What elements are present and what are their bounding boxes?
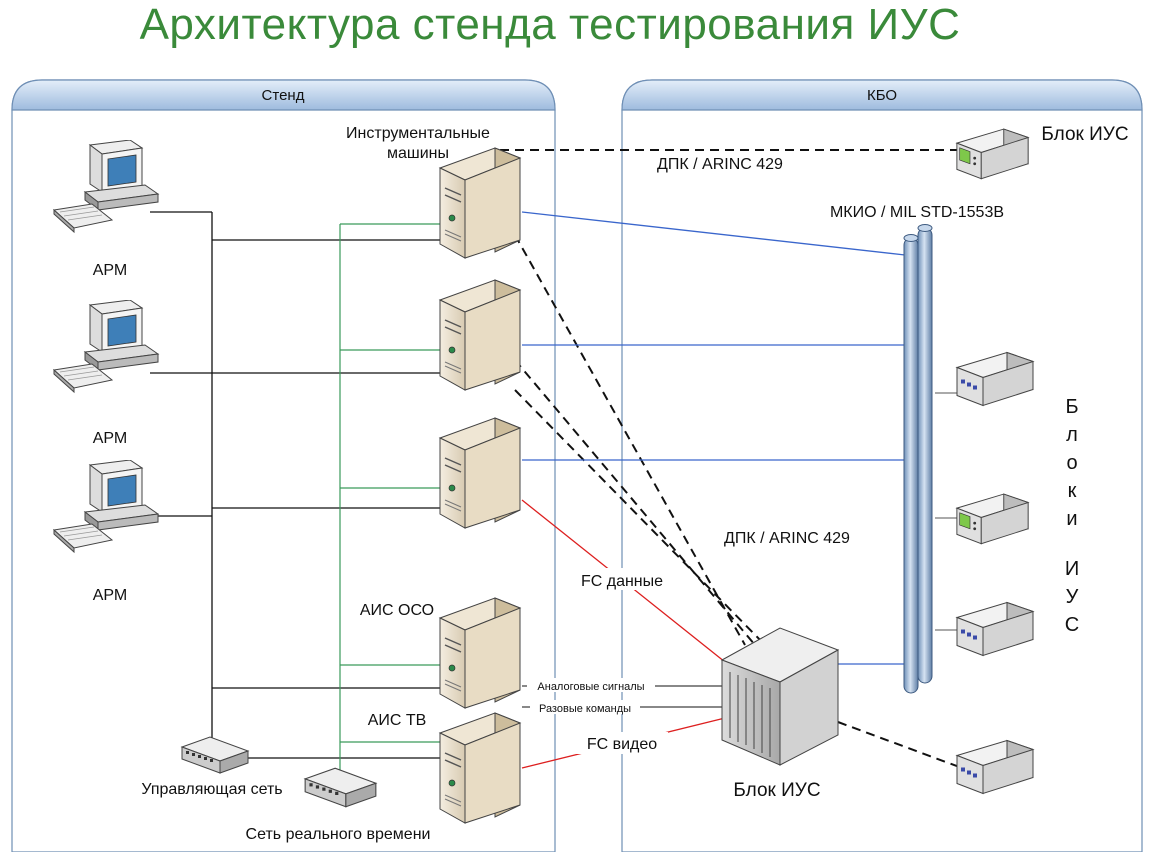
- kbo-panel-header: КБО: [867, 87, 897, 104]
- server-icon: [439, 712, 521, 824]
- bus-pipe-icon: [903, 224, 933, 694]
- vertical-letter: И: [1065, 558, 1079, 580]
- stand-panel: [11, 79, 556, 852]
- vertical-letter: л: [1066, 424, 1078, 446]
- fc-data-label: FC данные: [581, 573, 663, 590]
- bus-stubs: [935, 392, 960, 631]
- vertical-letter: и: [1066, 508, 1077, 530]
- kbo-panel: [621, 79, 1143, 852]
- ais-oso-label: АИС ОСО: [360, 602, 434, 619]
- mkio-lines: [521, 211, 906, 665]
- rt-network-lines: [339, 223, 440, 775]
- vertical-letter: о: [1066, 452, 1077, 474]
- server-icon: [439, 417, 521, 529]
- ais-tv-label: АИС ТВ: [368, 712, 427, 729]
- arinc-lines: [500, 149, 963, 769]
- vertical-letter: Б: [1065, 396, 1078, 418]
- server-icon: [439, 597, 521, 709]
- arm-label: АРМ: [93, 262, 128, 279]
- page-title: Архитектура стенда тестирования ИУС: [139, 0, 961, 49]
- arinc-mid-label: ДПК / ARINC 429: [724, 530, 850, 547]
- server-icon: [439, 279, 521, 391]
- arinc-top-label: ДПК / ARINC 429: [657, 156, 783, 173]
- tool-machines-label-line2: машины: [387, 145, 449, 162]
- stand-panel-header: Стенд: [262, 87, 305, 104]
- ius-unit-top-label: Блок ИУС: [1041, 124, 1128, 145]
- rt-network-label: Сеть реального времени: [246, 826, 431, 843]
- ius-unit-bottom-label: Блок ИУС: [733, 780, 820, 801]
- control-network-label: Управляющая сеть: [141, 781, 282, 798]
- vertical-letter: к: [1068, 480, 1077, 502]
- tool-machines-label-line1: Инструментальные: [346, 125, 490, 142]
- vertical-letter: С: [1065, 614, 1079, 636]
- analog-signals-label: Аналоговые сигналы: [537, 681, 644, 693]
- arm-label: АРМ: [93, 430, 128, 447]
- arm-label: АРМ: [93, 587, 128, 604]
- vertical-letter: У: [1066, 586, 1079, 608]
- fc-video-label: FC видео: [587, 736, 657, 753]
- discrete-commands-label: Разовые команды: [539, 703, 631, 715]
- mkio-label: МКИО / MIL STD-1553B: [830, 204, 1004, 221]
- rack-icon: [720, 627, 840, 766]
- server-icon: [439, 147, 521, 259]
- control-network-lines: [150, 211, 440, 759]
